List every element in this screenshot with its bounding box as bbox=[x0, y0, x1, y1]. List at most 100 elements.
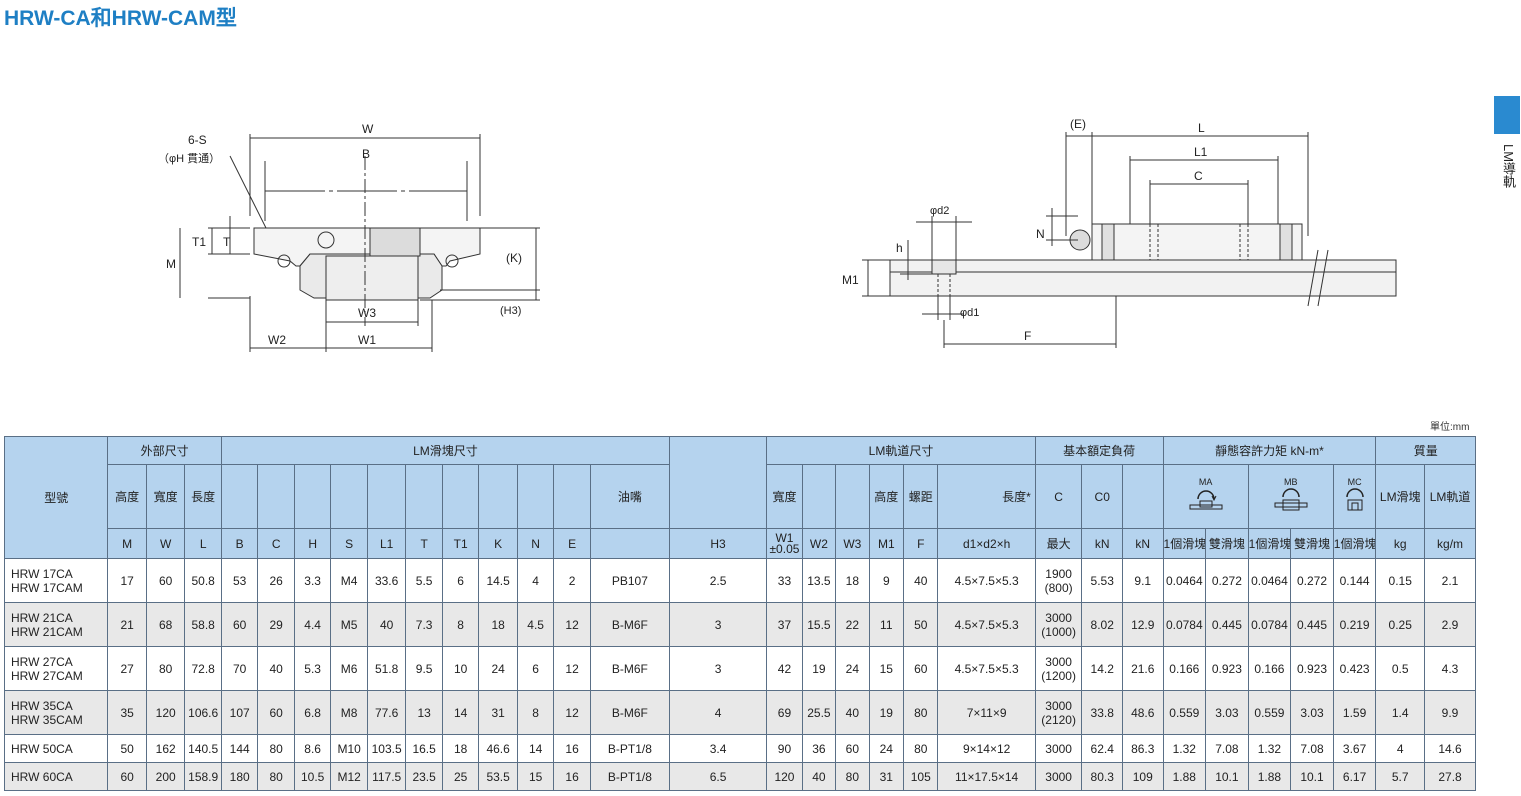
moment-MA-icon bbox=[1189, 490, 1223, 510]
th-rail: LM軌道尺寸 bbox=[766, 436, 1036, 465]
side-view-drawing: (E) L L1 C N φd2 h M1 φd1 F bbox=[838, 116, 1418, 356]
cell-ma1: 0.559 bbox=[1162, 690, 1207, 735]
cell-cd: 14.2 bbox=[1081, 646, 1123, 691]
cell-m: 35 bbox=[107, 690, 147, 735]
label-S: 6-S bbox=[188, 133, 207, 147]
cell-lmax: 3000(2120) bbox=[1034, 690, 1083, 735]
cell-ma2: 0.445 bbox=[1205, 602, 1249, 647]
cell-h: 6.8 bbox=[293, 690, 332, 735]
dim-W2: W2 bbox=[268, 333, 286, 347]
cell-w: 60 bbox=[145, 558, 186, 603]
cell-s: M6 bbox=[330, 646, 368, 691]
cell-w2: 25.5 bbox=[801, 690, 837, 735]
cell-cd: 33.8 bbox=[1081, 690, 1123, 735]
label-H-through: （φH 貫通） bbox=[158, 152, 220, 165]
cell-l1: 103.5 bbox=[366, 734, 407, 763]
cell-d: 4.5×7.5×5.3 bbox=[937, 602, 1036, 647]
moment-MC-icon bbox=[1345, 488, 1364, 511]
cell-t1: 8 bbox=[441, 602, 480, 647]
cell-c0: 86.3 bbox=[1121, 734, 1164, 763]
cell-m: 27 bbox=[107, 646, 147, 691]
cell-m1: 9 bbox=[868, 558, 905, 603]
cell-k: 53.5 bbox=[478, 762, 518, 791]
cell-c0: 12.9 bbox=[1121, 602, 1164, 647]
th-C0: C0 bbox=[1081, 464, 1123, 529]
cell-n: 4.5 bbox=[516, 602, 555, 647]
cell-h3: 6.5 bbox=[668, 762, 768, 791]
cell-f: 105 bbox=[903, 762, 939, 791]
th-rail-mass: LM軌道 bbox=[1424, 464, 1476, 529]
dim-L1: L1 bbox=[1194, 145, 1208, 159]
cell-mb2: 10.1 bbox=[1290, 762, 1334, 791]
cell-w3: 80 bbox=[835, 762, 870, 791]
cell-l1: 33.6 bbox=[366, 558, 407, 603]
cell-grease: B-M6F bbox=[589, 690, 670, 735]
cell-w3: 18 bbox=[835, 558, 870, 603]
cell-n: 6 bbox=[516, 646, 555, 691]
th-width: 寬度 bbox=[145, 464, 186, 529]
th-grease: 油嘴 bbox=[589, 464, 670, 529]
cell-mr: 2.1 bbox=[1424, 558, 1476, 603]
dim-d2: φd2 bbox=[930, 205, 949, 217]
cell-c: 80 bbox=[257, 762, 295, 791]
cell-w: 120 bbox=[145, 690, 186, 735]
cell-t: 9.5 bbox=[405, 646, 443, 691]
cell-d: 11×17.5×14 bbox=[937, 762, 1036, 791]
cell-mb: 1.4 bbox=[1375, 690, 1426, 735]
cell-b: 180 bbox=[220, 762, 259, 791]
cell-mc1: 0.423 bbox=[1332, 646, 1377, 691]
cell-h: 5.3 bbox=[293, 646, 332, 691]
th-block-mass: LM滑塊 bbox=[1375, 464, 1426, 529]
cell-c: 80 bbox=[257, 734, 295, 763]
cell-ma2: 10.1 bbox=[1205, 762, 1249, 791]
cell-ma1: 0.166 bbox=[1162, 646, 1207, 691]
th-outer: 外部尺寸 bbox=[107, 436, 222, 465]
cell-n: 14 bbox=[516, 734, 555, 763]
cell-h3: 3 bbox=[668, 602, 768, 647]
cell-mr: 2.9 bbox=[1424, 602, 1476, 647]
cell-ma2: 0.923 bbox=[1205, 646, 1249, 691]
cell-w2: 15.5 bbox=[801, 602, 837, 647]
cell-t1: 18 bbox=[441, 734, 480, 763]
cell-t1: 6 bbox=[441, 558, 480, 603]
cell-k: 18 bbox=[478, 602, 518, 647]
cell-m: 60 bbox=[107, 762, 147, 791]
cell-c0: 109 bbox=[1121, 762, 1164, 791]
cell-w1: 33 bbox=[766, 558, 803, 603]
cell-t: 13 bbox=[405, 690, 443, 735]
cell-e: 2 bbox=[553, 558, 591, 603]
cell-f: 80 bbox=[903, 734, 939, 763]
cell-b: 144 bbox=[220, 734, 259, 763]
cell-k: 14.5 bbox=[478, 558, 518, 603]
cell-mr: 14.6 bbox=[1424, 734, 1476, 763]
cell-mb1: 0.559 bbox=[1247, 690, 1292, 735]
cell-mr: 27.8 bbox=[1424, 762, 1476, 791]
th-MA: MA bbox=[1162, 464, 1249, 529]
cell-grease: B-PT1/8 bbox=[589, 762, 670, 791]
cell-lmax: 3000(1000) bbox=[1034, 602, 1083, 647]
cell-f: 50 bbox=[903, 602, 939, 647]
cell-cd: 8.02 bbox=[1081, 602, 1123, 647]
cell-c: 26 bbox=[257, 558, 295, 603]
cell-mr: 4.3 bbox=[1424, 646, 1476, 691]
cell-lmax: 3000(1200) bbox=[1034, 646, 1083, 691]
cell-k: 46.6 bbox=[478, 734, 518, 763]
cell-d: 4.5×7.5×5.3 bbox=[937, 646, 1036, 691]
th-load: 基本額定負荷 bbox=[1034, 436, 1164, 465]
cell-mb1: 0.166 bbox=[1247, 646, 1292, 691]
cell-l1: 40 bbox=[366, 602, 407, 647]
cell-h3: 2.5 bbox=[668, 558, 768, 603]
th-rail-height: 高度 bbox=[868, 464, 905, 529]
cell-cd: 62.4 bbox=[1081, 734, 1123, 763]
th-model: 型號 bbox=[3, 436, 109, 559]
unit-label: 單位:mm bbox=[1430, 422, 1470, 433]
cell-grease: B-PT1/8 bbox=[589, 734, 670, 763]
cell-c0: 21.6 bbox=[1121, 646, 1164, 691]
dim-E: (E) bbox=[1070, 117, 1086, 131]
cell-ma2: 7.08 bbox=[1205, 734, 1249, 763]
dim-T1: T1 bbox=[192, 235, 206, 249]
